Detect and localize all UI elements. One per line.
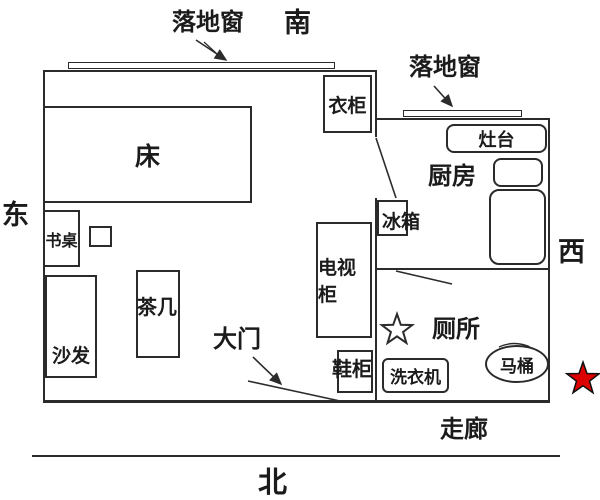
compass-north-label: 北 [258, 467, 288, 499]
window-label-main: 落地窗 [172, 9, 244, 36]
wall-south [43, 70, 377, 72]
red-star-icon [564, 359, 600, 395]
wall-west [548, 118, 550, 400]
corridor-line [32, 455, 560, 457]
compass-west-label: 西 [558, 237, 585, 267]
arrow-window-main-stroke2 [203, 41, 217, 54]
wall-kitchen-bathroom-divider [375, 268, 550, 270]
shoe-cabinet [337, 350, 373, 393]
corridor-label: 走廊 [440, 416, 488, 443]
chair [89, 226, 112, 247]
bed-label: 床 [134, 142, 160, 171]
door-swing-bathroom [395, 270, 453, 285]
wall-inner-lower [375, 198, 377, 400]
star-outline-icon [378, 310, 416, 346]
kitchen-label: 厨房 [428, 163, 476, 190]
wardrobe: 衣柜 [323, 75, 372, 133]
toilet-label: 马桶 [500, 356, 534, 376]
arrow-main-door [252, 356, 283, 386]
tv-cabinet-label: 电视柜 [318, 258, 357, 306]
desk-label: 书桌 [45, 232, 78, 250]
bathroom-label: 厕所 [432, 316, 480, 343]
door-swing-main [247, 380, 341, 402]
sofa: 沙发 [45, 275, 97, 378]
main-door-label: 大门 [213, 326, 261, 353]
kitchen-cabinet [489, 189, 546, 265]
bed: 床 [43, 106, 252, 203]
window-main [68, 62, 335, 69]
wall-north [43, 400, 550, 403]
stove-label: 灶台 [478, 129, 515, 150]
compass-south-label: 南 [284, 8, 311, 38]
sofa-label: 沙发 [51, 346, 90, 367]
shoe-cabinet-label: 鞋柜 [332, 359, 372, 381]
fridge-label: 冰箱 [382, 212, 421, 233]
washing-machine: 洗衣机 [382, 358, 449, 393]
stove: 灶台 [446, 124, 547, 153]
toilet: 马桶 [485, 345, 549, 383]
washing-machine-label: 洗衣机 [390, 368, 441, 387]
tea-table: 茶几 [136, 270, 180, 358]
window-kitchen [403, 110, 522, 117]
fridge [377, 200, 408, 236]
door-swing-kitchen [375, 137, 397, 199]
arrow-window-main [195, 39, 228, 61]
compass-east-label: 东 [2, 200, 29, 230]
arrow-window-kitchen [433, 85, 454, 108]
tv-cabinet: 电视柜 [316, 222, 372, 338]
tea-table-label: 茶几 [137, 297, 177, 319]
window-label-kitchen: 落地窗 [409, 54, 481, 81]
wall-inner-upper [375, 70, 377, 137]
wardrobe-label: 衣柜 [328, 95, 367, 117]
kitchen-counter [493, 158, 543, 187]
wall-kitchen-top [375, 118, 550, 120]
desk: 书桌 [43, 210, 80, 267]
